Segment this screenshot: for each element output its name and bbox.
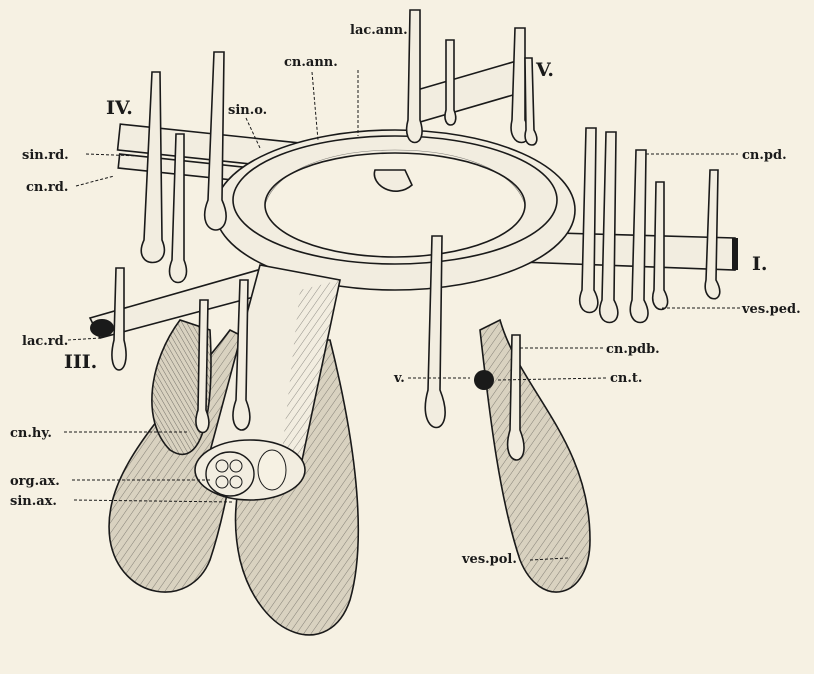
- label-cn-rd: cn.rd.: [26, 180, 68, 195]
- label-lac-rd: lac.rd.: [22, 334, 68, 349]
- label-cn-hy: cn.hy.: [10, 426, 52, 441]
- label-org-ax: org.ax.: [10, 474, 60, 489]
- arm-label-I: I.: [752, 253, 768, 275]
- label-lac-ann: lac.ann.: [350, 23, 408, 38]
- label-ves-pol: ves.pol.: [461, 552, 517, 567]
- label-cn-pd: cn.pd.: [742, 148, 787, 163]
- label-sin-ax: sin.ax.: [10, 494, 57, 509]
- arm-label-V: V.: [535, 59, 554, 81]
- label-v: v.: [393, 371, 405, 386]
- label-sin-o: sin.o.: [228, 103, 267, 118]
- label-cn-pdb: cn.pdb.: [606, 342, 660, 357]
- arm-label-III: III.: [64, 351, 97, 373]
- arm-label-IV: IV.: [106, 97, 133, 119]
- label-sin-rd: sin.rd.: [22, 148, 69, 163]
- label-cn-t: cn.t.: [610, 371, 642, 386]
- label-ves-ped: ves.ped.: [741, 302, 801, 317]
- label-cn-ann: cn.ann.: [284, 55, 338, 70]
